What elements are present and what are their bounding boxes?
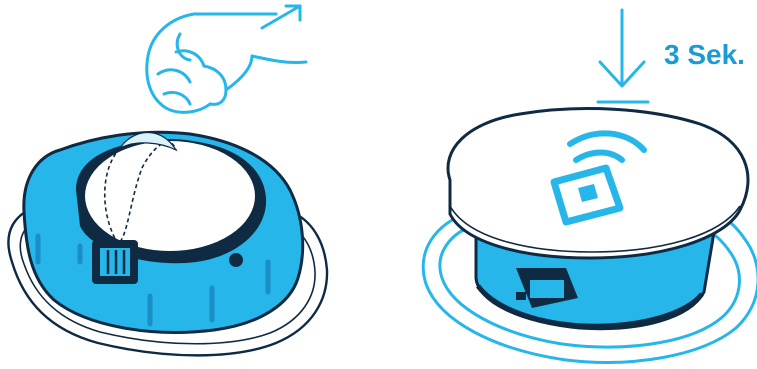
left-device-group [8,6,327,355]
right-device-group: 3 Sek. [423,10,757,362]
down-arrow-press-icon [598,10,648,102]
hand-peel-icon [147,6,306,112]
adhesive-disc [84,140,256,252]
press-duration-label: 3 Sek. [664,39,745,70]
